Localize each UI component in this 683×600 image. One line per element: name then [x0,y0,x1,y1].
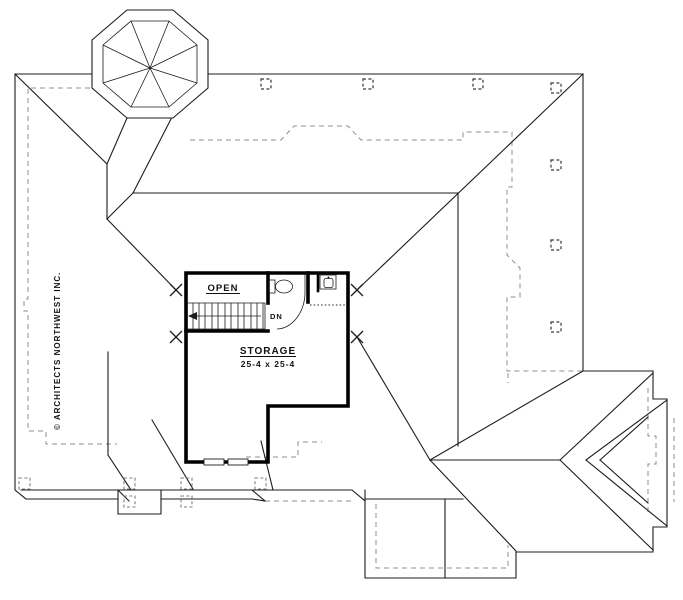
skylight-icon [550,239,562,251]
cut-mark-icon [350,283,364,297]
cut-mark-icon [169,330,183,344]
post-icon [180,477,193,490]
skylight-icon [362,78,374,90]
porch-roof [117,489,162,515]
stairs [187,302,266,330]
storage-label: STORAGE [240,346,296,357]
skylight-icon [550,321,562,333]
prow-gable [429,370,668,553]
post-icon [254,477,267,490]
stair-arrow [188,312,261,320]
door-swing-arc [276,274,306,330]
dashed-wall-lines [23,87,675,569]
skylight-squares [260,78,562,333]
dn-label: DN [270,312,283,321]
turret [91,9,209,119]
bathroom [268,274,347,330]
sink-icon [319,274,337,290]
storage-room-walls [184,271,350,464]
storage-room [184,271,350,466]
post-icon [123,495,136,508]
window [203,458,225,466]
storage-dimensions-label: 25-4 x 25-4 [241,359,295,369]
porch-post-squares [18,477,267,508]
window [227,458,249,466]
cut-marks [169,283,364,344]
skylight-icon [472,78,484,90]
skylight-icon [260,78,272,90]
cut-mark-icon [350,330,364,344]
architect-credit: © ARCHITECTS NORTHWEST INC. [53,272,62,430]
cut-mark-icon [169,283,183,297]
post-icon [18,477,31,490]
post-icon [180,495,193,508]
skylight-icon [550,159,562,171]
post-icon [123,477,136,490]
open-label: OPEN [208,283,239,294]
skylight-icon [550,82,562,94]
toilet-icon [268,279,293,294]
roof-outlines [14,73,584,579]
